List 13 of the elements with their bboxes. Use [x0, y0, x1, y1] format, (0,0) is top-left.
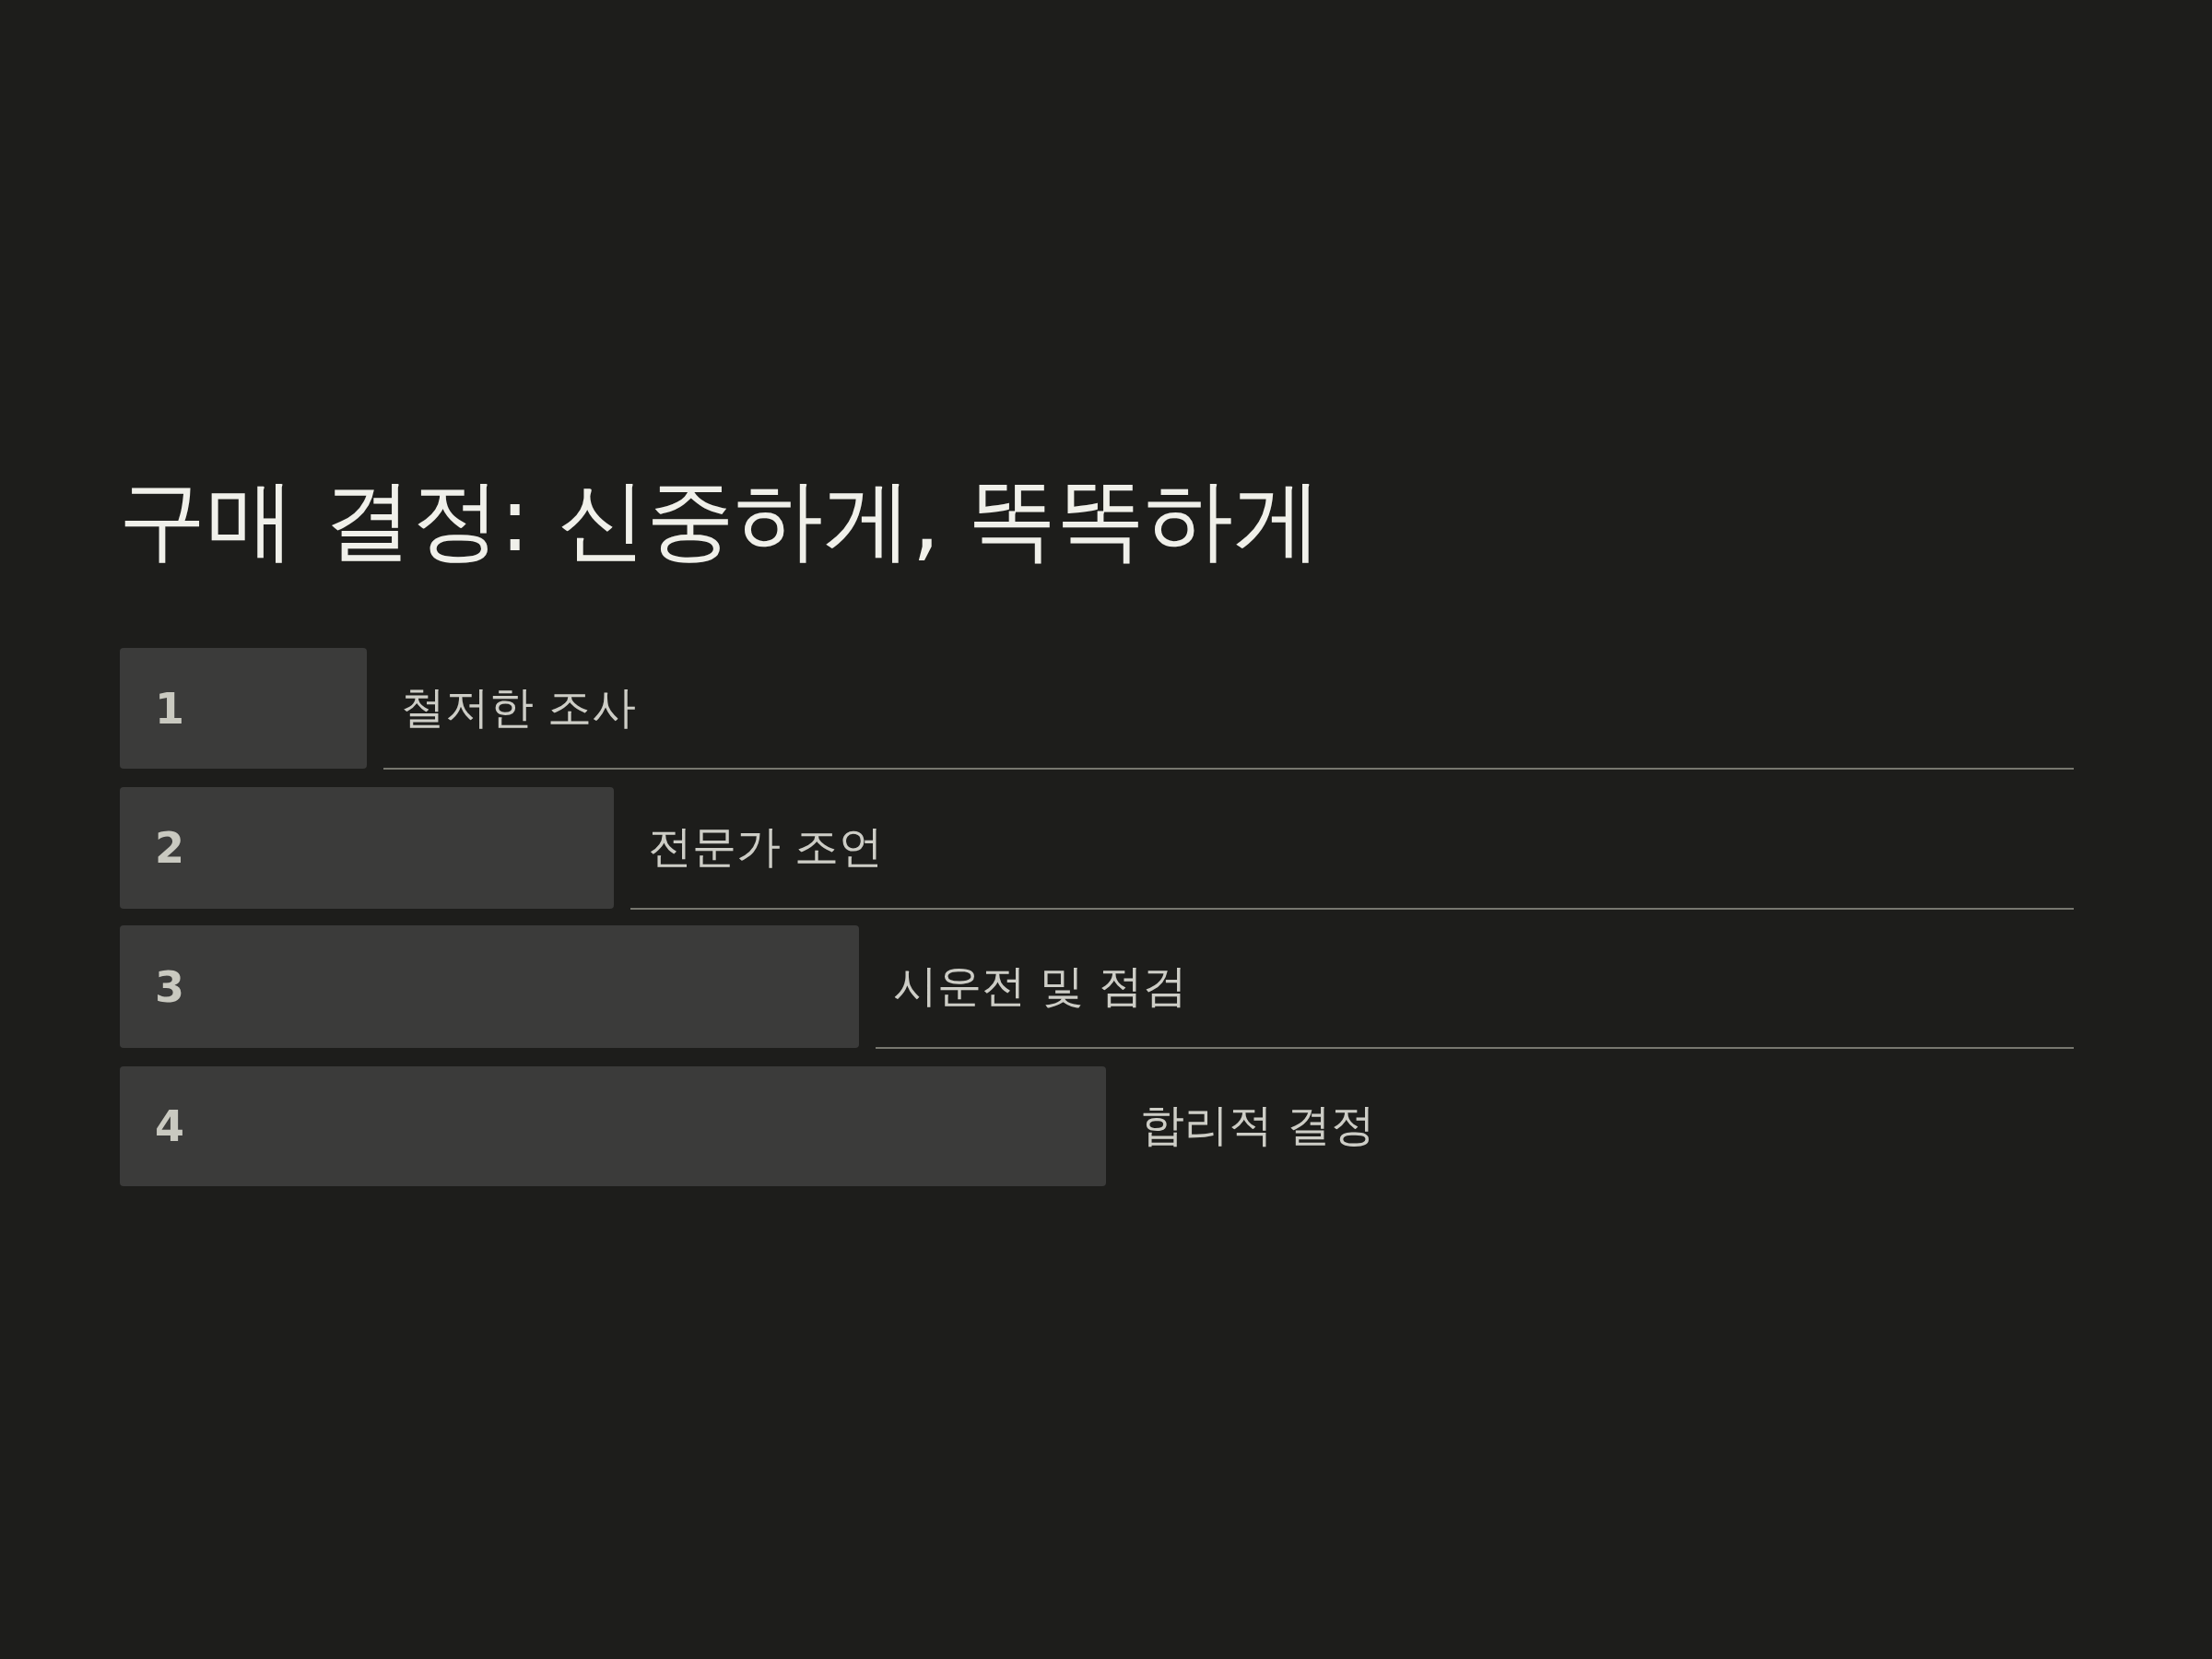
- step-number: 3: [155, 965, 184, 1008]
- step-number: 2: [155, 827, 184, 869]
- step-label: 전문가 조언: [648, 822, 884, 871]
- step-label: 시운전 및 점검: [893, 960, 1187, 1010]
- step-number: 1: [155, 687, 184, 730]
- step-bar: [120, 648, 367, 769]
- step-label: 합리적 결정: [1140, 1100, 1376, 1149]
- step-bar: [120, 787, 614, 909]
- title: 구매 결정: 신중하게, 똑똑하게: [118, 472, 1323, 570]
- step-bar: [120, 925, 859, 1048]
- step-label: 철저한 조사: [401, 682, 637, 732]
- step-number: 4: [155, 1105, 184, 1147]
- step-bar: [120, 1066, 1106, 1186]
